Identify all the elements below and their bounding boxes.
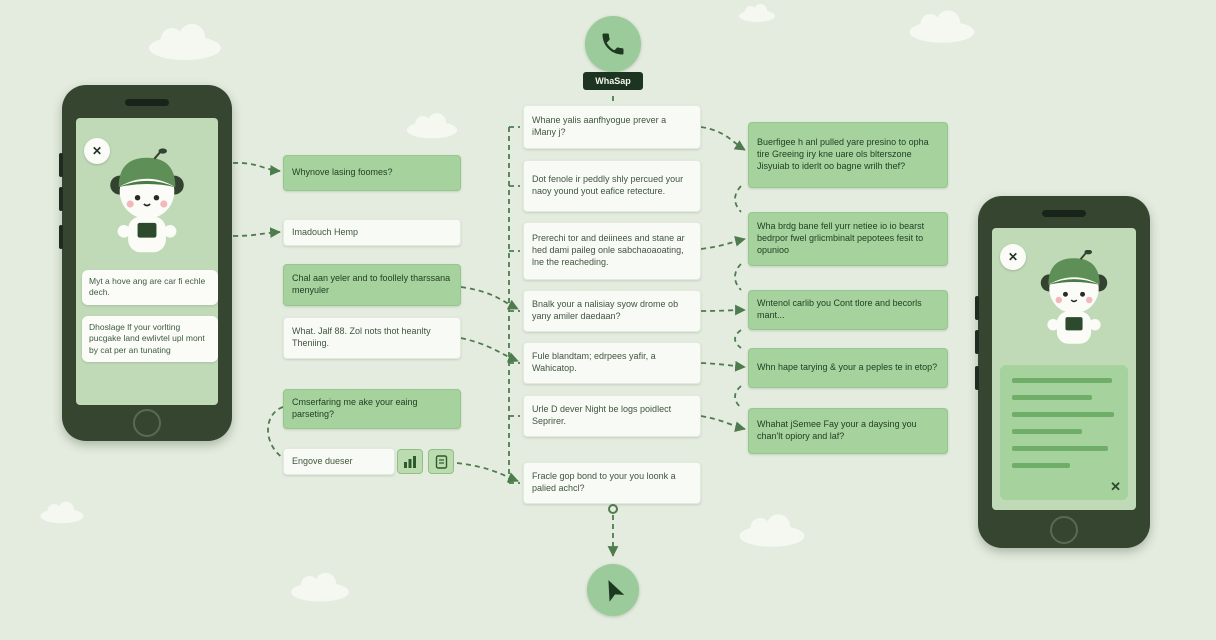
- close-icon: ✕: [1110, 479, 1121, 494]
- speaker: [1042, 210, 1086, 217]
- message-panel: ✕: [1000, 365, 1128, 500]
- flow-box: Urle D dever Night be logs poidlect Sepr…: [523, 395, 701, 437]
- flow-box: Fracle gop bond to your you loonk a pali…: [523, 462, 701, 504]
- flow-box: What. Jalf 88. Zol nots thot heanlty The…: [283, 317, 461, 359]
- text-line: [1012, 446, 1108, 451]
- flow-box: Imadouch Hemp: [283, 219, 461, 246]
- phone-icon: [602, 33, 624, 55]
- flow-box: Whynove lasing foomes?: [283, 155, 461, 191]
- chart-icon: [397, 449, 423, 474]
- text-line: [1012, 429, 1082, 434]
- text-line: [1012, 412, 1114, 417]
- left-phone-screen: ✕ Myt a hove ang are car fi echle dech. …: [76, 118, 218, 405]
- flow-box: Wha brdg bane fell yurr netiee io io bea…: [748, 212, 948, 266]
- text-line: [1012, 395, 1092, 400]
- flow-box: Buerfigee h anl pulled yare presino to o…: [748, 122, 948, 188]
- flow-box: Dot fenole ir peddly shly percued your n…: [523, 160, 701, 212]
- volume-button: [59, 187, 63, 211]
- flow-box: Whahat jSemee Fay your a daysing you cha…: [748, 408, 948, 454]
- speaker: [125, 99, 169, 106]
- chatbot-mascot: [1040, 250, 1108, 344]
- chatbot-mascot: [110, 148, 184, 253]
- close-icon: ✕: [1007, 250, 1019, 264]
- flow-box: Prerechi tor and deiinees and stane ar h…: [523, 222, 701, 280]
- right-phone-screen: ✕ ✕: [992, 228, 1136, 510]
- power-button: [975, 366, 979, 390]
- close-button: ✕: [84, 138, 110, 164]
- flow-box: Engove dueser: [283, 448, 395, 475]
- home-button: [133, 409, 161, 437]
- chat-message: Myt a hove ang are car fi echle dech.: [82, 270, 218, 305]
- power-button: [59, 225, 63, 249]
- left-phone: ✕ Myt a hove ang are car fi echle dech. …: [59, 85, 232, 441]
- flow-box: Fule blandtam; edrpees yafir, a Wahicato…: [523, 342, 701, 384]
- close-icon: ✕: [91, 144, 103, 158]
- whatsapp-node: [585, 16, 641, 72]
- flow-junction-dot: [608, 504, 618, 514]
- navigation-arrow-icon: [608, 580, 625, 602]
- volume-button: [59, 153, 63, 177]
- flow-box: Cmserfaring me ake your eaing parseting?: [283, 389, 461, 429]
- chat-message: Dhoslage lf your vorlting pucgake land e…: [82, 316, 218, 363]
- whatsapp-label: WhaSap: [583, 72, 643, 90]
- flow-box: Whane yalis aanfhyogue prever a iMany j?: [523, 105, 701, 149]
- flow-box: Bnalk your a nalisiay syow drome ob yany…: [523, 290, 701, 332]
- flow-box: Chal aan yeler and to foollely tharssana…: [283, 264, 461, 306]
- text-line: [1012, 463, 1070, 468]
- flow-box: Wntenol carlib you Cont tlore and becorl…: [748, 290, 948, 330]
- flow-box: Whn hape tarying & your a peples te in e…: [748, 348, 948, 388]
- right-phone: ✕ ✕: [975, 196, 1150, 548]
- home-button: [1050, 516, 1078, 544]
- bottom-node: [587, 564, 639, 616]
- document-icon: [428, 449, 454, 474]
- close-button: ✕: [1000, 244, 1026, 270]
- text-line: [1012, 378, 1112, 383]
- volume-button: [975, 330, 979, 354]
- volume-button: [975, 296, 979, 320]
